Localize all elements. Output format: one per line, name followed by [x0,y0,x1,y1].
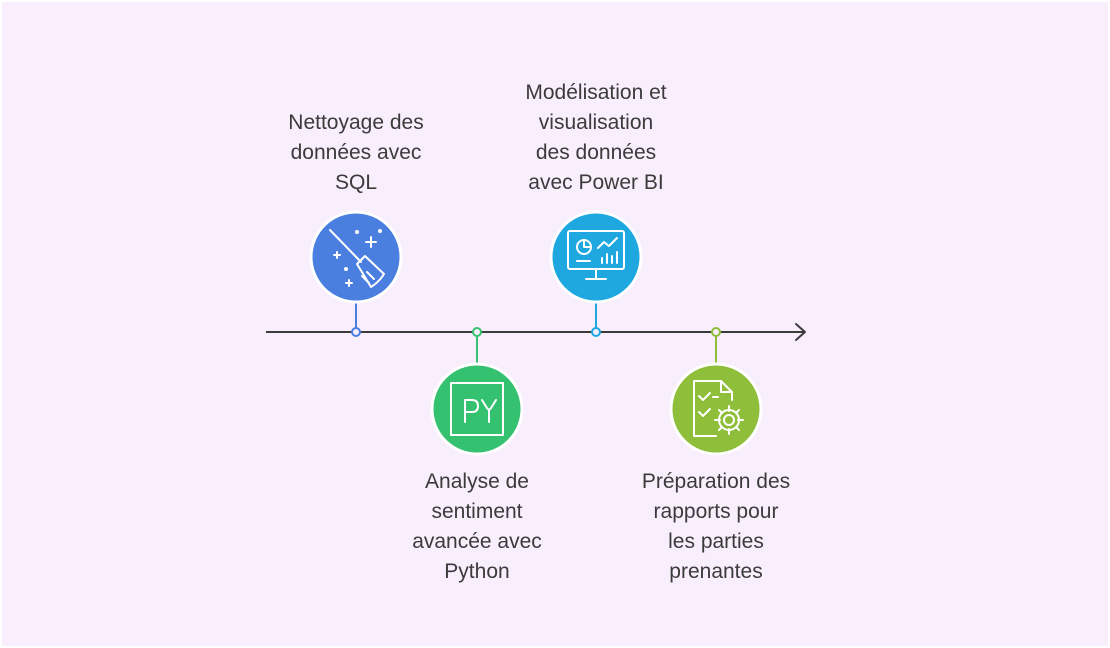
step-3-label: Modélisation et visualisation des donnée… [525,81,667,194]
step-1-group [309,210,403,337]
step-2-group [430,327,524,456]
checklist-gear-icon [693,380,744,437]
step-3-group [549,210,643,337]
dashboard-monitor-icon [567,230,625,280]
step-4-marker [711,327,721,337]
step-3-badge [549,210,643,304]
broom-sparkle-icon [329,229,385,288]
step-4-label: Préparation des rapports pour les partie… [641,470,791,583]
step-1-marker [351,327,361,337]
step-1-label: Nettoyage des données avec SQL [288,111,424,194]
python-py-icon [450,382,504,436]
step-4-badge [669,362,763,456]
step-3-marker [591,327,601,337]
step-2-marker [472,327,482,337]
step-4-group [669,327,763,456]
step-2-label: Analyse de sentiment avancée avec Python [412,470,542,583]
arrow-head-icon [795,323,806,341]
